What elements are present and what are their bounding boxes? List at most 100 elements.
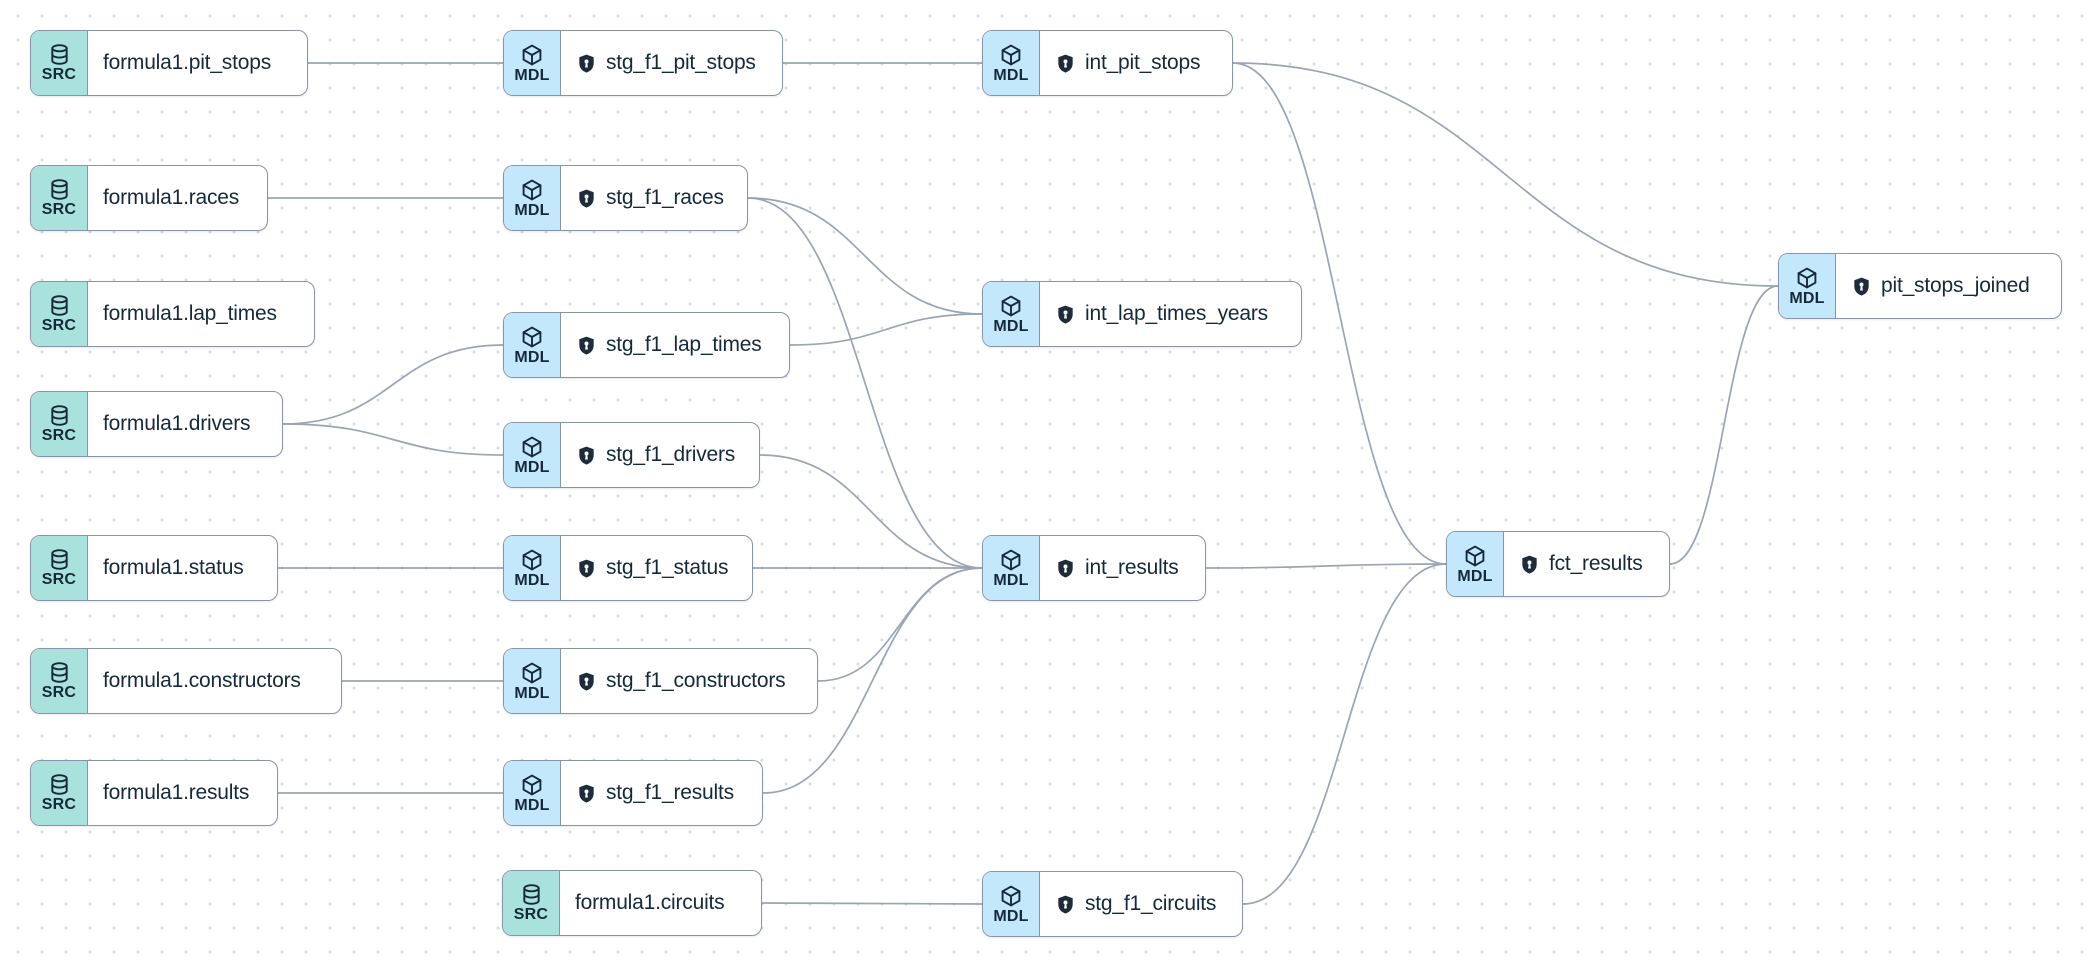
node-stg_f1_drivers[interactable]: MDL stg_f1_drivers [503,422,760,488]
node-badge-label: SRC [41,796,77,813]
node-badge-label: MDL [514,458,550,476]
node-formula1.pit_stops[interactable]: SRC formula1.pit_stops [30,30,308,96]
shield-lock-icon [1854,277,1869,296]
node-label-box: formula1.constructors [88,649,341,713]
shield-lock-icon [1058,559,1073,578]
node-label-box: int_lap_times_years [1040,282,1301,346]
node-label-box: stg_f1_circuits [1040,872,1242,936]
node-formula1.circuits[interactable]: SRC formula1.circuits [502,870,762,936]
node-formula1.lap_times[interactable]: SRC formula1.lap_times [30,281,315,347]
node-type-badge: MDL [983,872,1040,936]
node-stg_f1_constructors[interactable]: MDL stg_f1_constructors [503,648,818,714]
edge-stg_races-to-int_lap_times_years [747,197,983,315]
node-type-badge: MDL [983,536,1040,600]
node-stg_f1_lap_times[interactable]: MDL stg_f1_lap_times [503,312,790,378]
node-formula1.results[interactable]: SRC formula1.results [30,760,278,826]
node-stg_f1_pit_stops[interactable]: MDL stg_f1_pit_stops [503,30,783,96]
node-badge-label: SRC [41,684,77,701]
node-int_pit_stops[interactable]: MDL int_pit_stops [982,30,1233,96]
shield-lock-icon [579,336,594,355]
model-cube-icon [522,326,542,347]
node-formula1.races[interactable]: SRC formula1.races [30,165,268,231]
node-label-box: fct_results [1504,532,1669,596]
node-label-box: formula1.lap_times [88,282,314,346]
database-icon [50,662,68,683]
node-type-badge: SRC [31,282,88,346]
node-badge-label: SRC [41,571,77,588]
node-type-badge: MDL [504,313,561,377]
node-label: stg_f1_circuits [1085,892,1217,915]
edge-src_drivers-to-stg_drivers [282,423,504,456]
model-cube-icon [522,774,542,795]
shield-lock-icon [1058,54,1073,73]
model-cube-icon [1001,549,1021,570]
edge-stg_circuits-to-fct_results [1242,563,1447,905]
node-label: stg_f1_constructors [606,669,786,692]
edge-int_pit_stops-to-fct_results [1232,62,1447,565]
shield-lock-icon [579,784,594,803]
model-cube-icon [522,44,542,65]
node-type-badge: SRC [31,649,88,713]
model-cube-icon [1465,545,1485,566]
node-stg_f1_results[interactable]: MDL stg_f1_results [503,760,763,826]
shield-lock-icon [579,189,594,208]
node-int_lap_times_years[interactable]: MDL int_lap_times_years [982,281,1302,347]
node-badge-label: SRC [513,906,549,923]
node-label-box: formula1.status [88,536,277,600]
node-label-box: formula1.pit_stops [88,31,307,95]
database-icon [50,44,68,65]
model-cube-icon [1797,267,1817,288]
edge-src_drivers-to-stg_lap_times [282,344,504,425]
node-label: stg_f1_pit_stops [606,51,756,74]
database-icon [50,774,68,795]
node-label: int_results [1085,556,1179,579]
database-icon [522,884,540,905]
node-label-box: int_results [1040,536,1205,600]
node-type-badge: SRC [31,536,88,600]
database-icon [50,179,68,200]
node-type-badge: MDL [1779,254,1836,318]
node-type-badge: SRC [31,166,88,230]
node-label-box: stg_f1_drivers [561,423,759,487]
node-label-box: pit_stops_joined [1836,254,2061,318]
node-label-box: stg_f1_lap_times [561,313,789,377]
node-label: formula1.drivers [103,412,251,435]
node-label: stg_f1_lap_times [606,333,762,356]
node-formula1.status[interactable]: SRC formula1.status [30,535,278,601]
node-badge-label: MDL [993,907,1029,925]
node-label: stg_f1_status [606,556,729,579]
model-cube-icon [1001,44,1021,65]
node-badge-label: SRC [41,317,77,334]
node-label: formula1.races [103,186,240,209]
node-stg_f1_status[interactable]: MDL stg_f1_status [503,535,753,601]
node-type-badge: MDL [504,423,561,487]
node-type-badge: SRC [31,761,88,825]
node-stg_f1_races[interactable]: MDL stg_f1_races [503,165,748,231]
edge-stg_constructors-to-int_results [817,567,983,682]
shield-lock-icon [579,446,594,465]
node-label-box: stg_f1_results [561,761,762,825]
shield-lock-icon [579,559,594,578]
database-icon [50,549,68,570]
model-cube-icon [522,662,542,683]
database-icon [50,295,68,316]
node-badge-label: MDL [993,66,1029,84]
node-badge-label: MDL [514,796,550,814]
edge-stg_results-to-int_results [762,567,983,794]
node-badge-label: MDL [514,571,550,589]
node-int_results[interactable]: MDL int_results [982,535,1206,601]
node-pit_stops_joined[interactable]: MDL pit_stops_joined [1778,253,2062,319]
node-label-box: formula1.races [88,166,267,230]
node-formula1.constructors[interactable]: SRC formula1.constructors [30,648,342,714]
node-fct_results[interactable]: MDL fct_results [1446,531,1670,597]
shield-lock-icon [1058,305,1073,324]
node-stg_f1_circuits[interactable]: MDL stg_f1_circuits [982,871,1243,937]
node-type-badge: MDL [504,649,561,713]
edge-src_circuits-to-stg_circuits [761,902,983,905]
node-badge-label: SRC [41,66,77,83]
node-label: formula1.lap_times [103,302,277,325]
edge-stg_races-to-int_results [747,197,983,569]
node-formula1.drivers[interactable]: SRC formula1.drivers [30,391,283,457]
